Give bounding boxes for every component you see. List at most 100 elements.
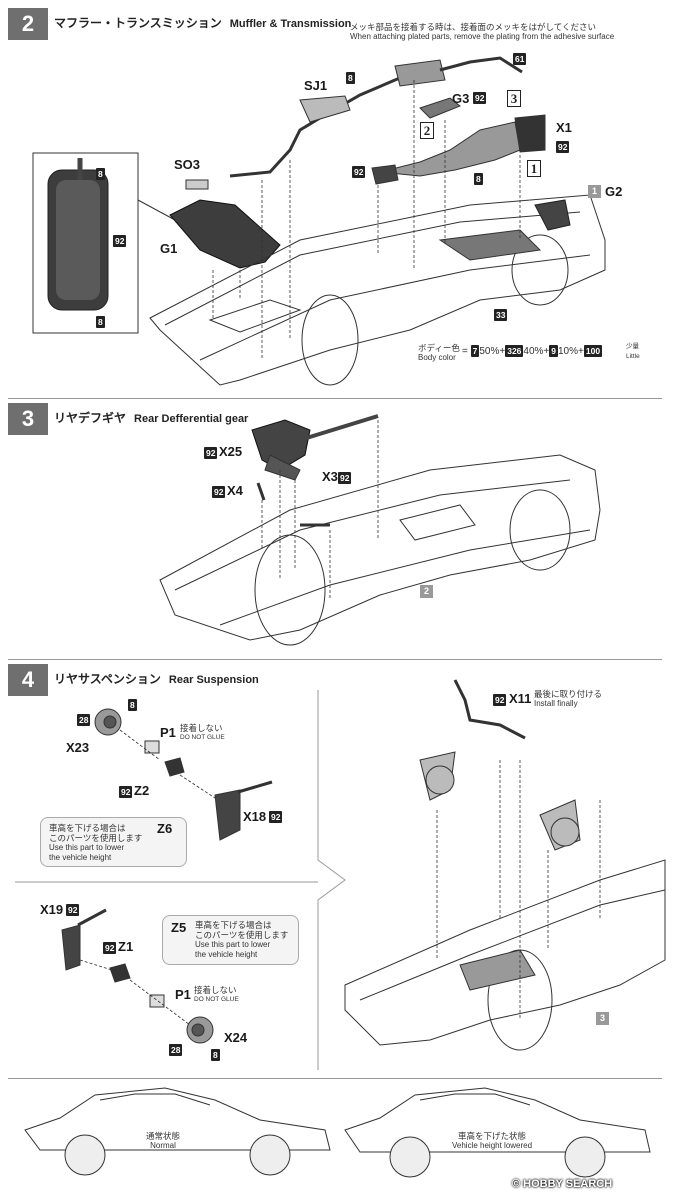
color-28-x24: 28 xyxy=(169,1044,183,1056)
lower-height-callout-z5: Z5 車高を下げる場合は このパーツを使用します Use this part t… xyxy=(162,915,299,965)
color-92-x11: 92 xyxy=(493,694,507,706)
color-28-x23: 28 xyxy=(77,714,91,726)
part-g1: G1 xyxy=(160,241,178,256)
mix-pct-3: 10%+ xyxy=(558,346,584,357)
body-color-note: ボディー色 Body color xyxy=(418,343,460,363)
little-jp: 少量 xyxy=(626,343,639,350)
color-92-x18: 92 xyxy=(269,811,283,823)
mix-pct-1: 50%+ xyxy=(479,346,506,357)
no-glue-en: DO NOT GLUE xyxy=(180,734,225,741)
ref-step-1: 1 xyxy=(588,185,601,198)
body-color-en: Body color xyxy=(418,353,456,362)
part-x1: X1 xyxy=(556,120,572,135)
lower-jp-1: 車高を下げる場合は xyxy=(195,920,272,930)
color-61: 61 xyxy=(513,53,527,65)
color-92-x4: 92 xyxy=(212,486,226,498)
car-normal-caption: 通常状態 Normal xyxy=(146,1131,180,1151)
little-en: Little xyxy=(626,353,640,360)
lower-jp-2: このパーツを使用します xyxy=(195,930,289,940)
part-so3: SO3 xyxy=(174,157,201,172)
plating-note-en: When attaching plated parts, remove the … xyxy=(350,32,615,41)
step-3-section: 3 リヤデフギヤ Rear Defferential gear xyxy=(8,403,662,658)
part-z1: Z1 xyxy=(118,939,134,954)
color-33: 33 xyxy=(494,309,508,321)
color-8-pipe: 8 xyxy=(474,173,483,185)
color-8-sj1: 8 xyxy=(346,72,355,84)
lowered-en: Vehicle height lowered xyxy=(452,1141,533,1150)
outlined-2: 2 xyxy=(420,122,434,139)
normal-jp: 通常状態 xyxy=(146,1131,181,1141)
no-glue-jp: 接着しない xyxy=(194,985,237,995)
step-number: 4 xyxy=(8,664,48,696)
part-z6: Z6 xyxy=(157,821,173,836)
title-jp: リヤサスペンション xyxy=(54,672,161,686)
normal-en: Normal xyxy=(150,1141,176,1150)
part-x23: X23 xyxy=(66,740,90,755)
title-jp: マフラー・トランスミッション xyxy=(54,16,222,30)
color-92-g3: 92 xyxy=(473,92,487,104)
step-number: 3 xyxy=(8,403,48,435)
color-92-z2: 92 xyxy=(119,786,133,798)
title-jp: リヤデフギヤ xyxy=(54,411,127,425)
title-en: Rear Suspension xyxy=(168,674,259,686)
ref-step-2: 2 xyxy=(420,585,433,598)
plating-note-jp: メッキ部品を接着する時は、接着面のメッキをはがしてください xyxy=(350,22,596,32)
color-92-x3: 92 xyxy=(338,472,352,484)
divider-2-3 xyxy=(8,398,662,399)
step-2-section: 2 マフラー・トランスミッション Muffler & Transmission xyxy=(8,8,662,400)
part-x24: X24 xyxy=(224,1030,248,1045)
last-jp: 最後に取り付ける xyxy=(534,689,603,699)
callout-text: 車高を下げる場合は このパーツを使用します Use this part to l… xyxy=(195,920,288,960)
part-z2: Z2 xyxy=(134,783,150,798)
title-en: Rear Defferential gear xyxy=(134,413,249,425)
lower-en-1: Use this part to lower xyxy=(49,843,125,852)
lower-en-2: the vehicle height xyxy=(49,853,112,862)
mix-color-100: 100 xyxy=(583,345,603,357)
mix-eq: = xyxy=(462,346,468,357)
step-4-section: 4 リヤサスペンション Rear Suspension xyxy=(8,664,662,1074)
title-en: Muffler & Transmission xyxy=(229,18,352,30)
no-glue-jp: 接着しない xyxy=(180,723,223,733)
part-x19: X19 xyxy=(40,902,64,917)
step-title: リヤデフギヤ Rear Defferential gear xyxy=(54,409,248,426)
color-8-inset-top: 8 xyxy=(96,168,105,180)
part-sj1: SJ1 xyxy=(304,78,328,93)
part-x11: X11 xyxy=(509,691,532,706)
step-title: リヤサスペンション Rear Suspension xyxy=(54,670,259,687)
body-color-jp: ボディー色 xyxy=(418,343,460,353)
lowered-jp: 車高を下げた状態 xyxy=(458,1131,527,1141)
color-8-inset-bottom: 8 xyxy=(96,316,105,328)
outlined-3: 3 xyxy=(507,90,521,107)
part-x4: X4 xyxy=(227,483,243,498)
plating-note: メッキ部品を接着する時は、接着面のメッキをはがしてください When attac… xyxy=(350,22,614,42)
lower-en-1: Use this part to lower xyxy=(195,940,271,949)
no-glue-en: DO NOT GLUE xyxy=(194,996,239,1003)
color-92-z1: 92 xyxy=(103,942,117,954)
mix-color-326: 326 xyxy=(505,345,524,357)
lower-en-2: the vehicle height xyxy=(195,950,258,959)
divider-3-4 xyxy=(8,659,662,660)
part-g3: G3 xyxy=(452,91,470,106)
hobby-search-watermark: © HOBBY SEARCH xyxy=(512,1178,613,1190)
callout-text: 車高を下げる場合は このパーツを使用します Use this part to l… xyxy=(49,823,142,863)
last-en: Install finally xyxy=(534,699,578,708)
lower-jp-2: このパーツを使用します xyxy=(49,833,143,843)
part-z5: Z5 xyxy=(171,920,187,935)
mix-pct-2: 40%+ xyxy=(523,346,550,357)
part-p1-bottom: P1 xyxy=(175,987,191,1002)
color-92-muffler: 92 xyxy=(352,166,366,178)
part-x18: X18 xyxy=(243,809,267,824)
mix-color-7: 7 xyxy=(470,345,480,357)
step-number: 2 xyxy=(8,8,48,40)
divider-4-cars xyxy=(8,1078,662,1079)
no-glue-top: 接着しない DO NOT GLUE xyxy=(180,723,225,743)
part-x25: X25 xyxy=(219,444,243,459)
part-x3: X3 xyxy=(322,469,338,484)
part-p1-top: P1 xyxy=(160,725,176,740)
color-92-inset: 92 xyxy=(113,235,127,247)
ref-step-3: 3 xyxy=(596,1012,609,1025)
fuel-tank-inset xyxy=(32,152,139,334)
color-92-x19: 92 xyxy=(66,904,80,916)
color-92-x1: 92 xyxy=(556,141,570,153)
